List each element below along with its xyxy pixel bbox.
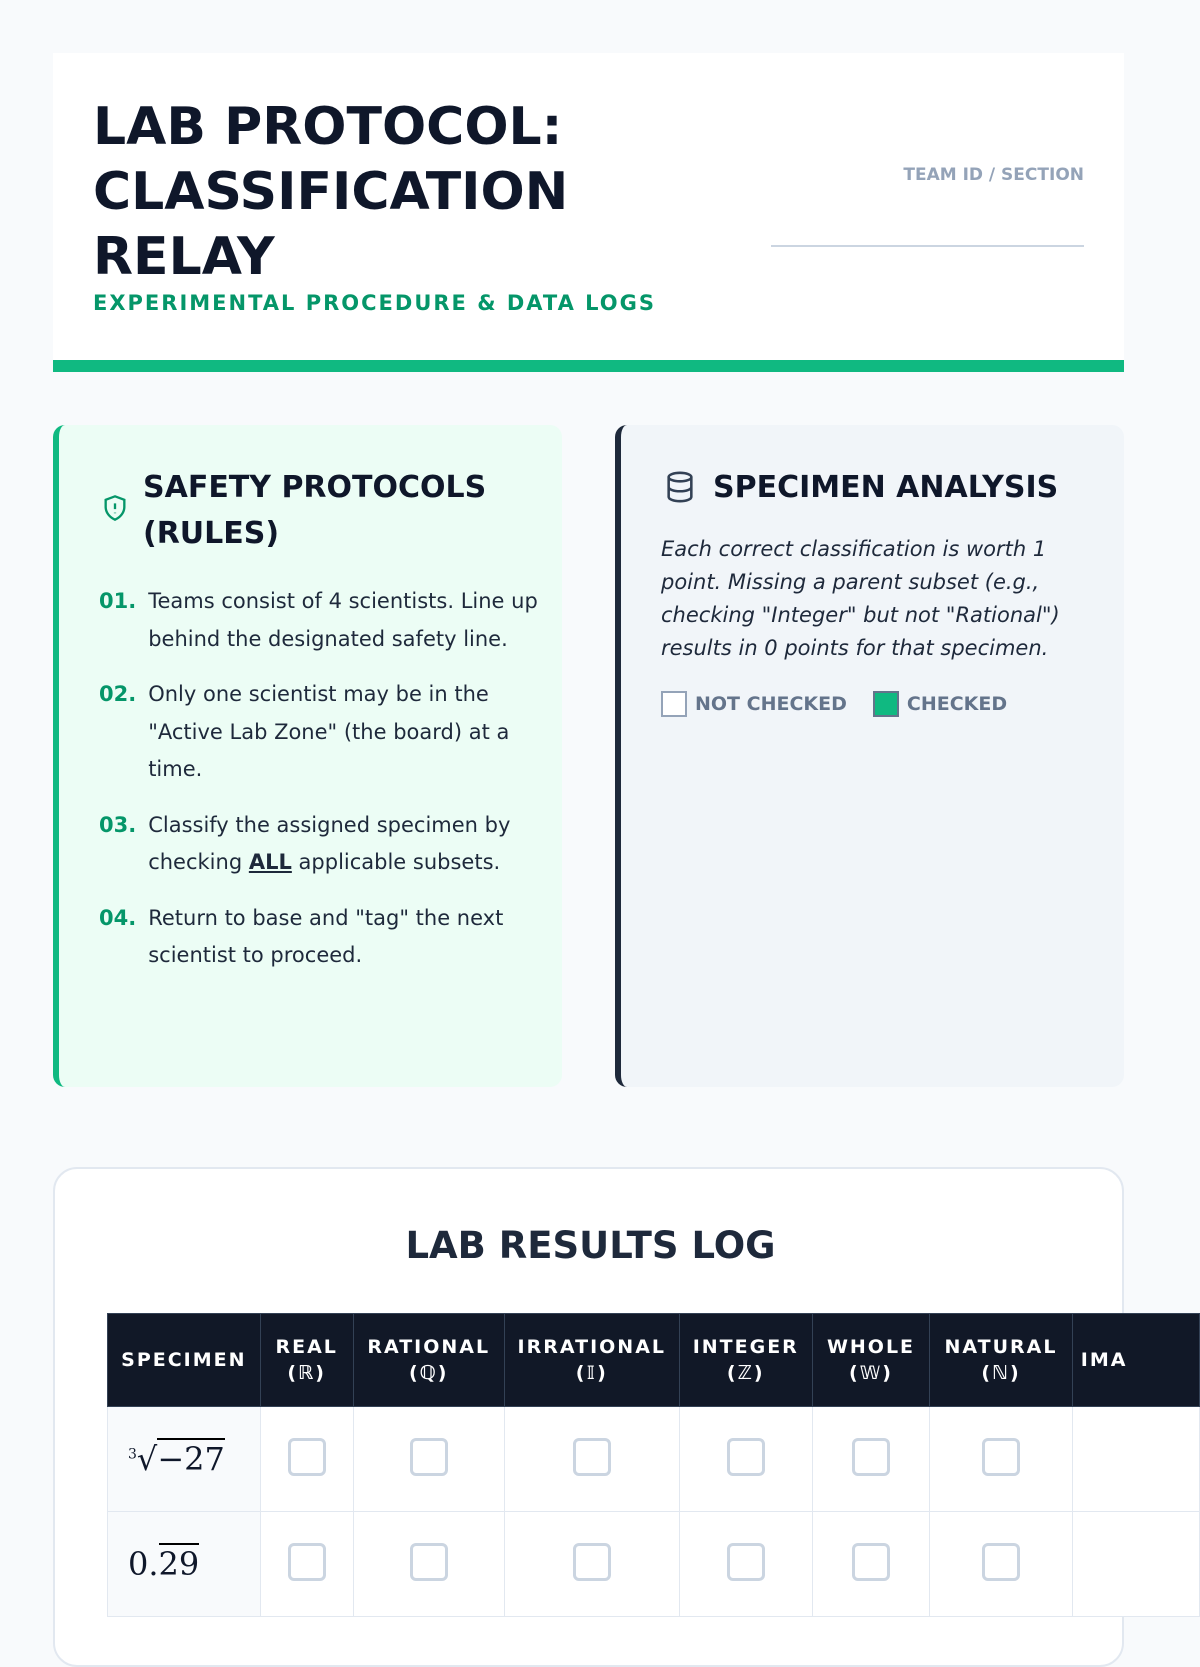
rational-checkbox[interactable] bbox=[409, 1438, 448, 1476]
cell bbox=[259, 1511, 354, 1617]
cell bbox=[259, 1406, 354, 1512]
cell bbox=[678, 1406, 813, 1512]
results-table: SPECIMEN REAL (ℝ) RATIONAL (ℚ) IRRATIONAL (… bbox=[107, 1313, 1200, 1617]
col-name: INTEGER bbox=[692, 1336, 799, 1358]
table-row: 3√−27 bbox=[107, 1406, 1200, 1512]
irrational-checkbox[interactable] bbox=[572, 1543, 611, 1581]
repeating-digits: 29 bbox=[158, 1543, 200, 1583]
title-line: (RULES) bbox=[143, 516, 280, 551]
cell bbox=[352, 1406, 505, 1512]
rule-number: 03. bbox=[99, 812, 137, 837]
decimal-whole: 0. bbox=[128, 1545, 159, 1583]
rule-emphasis: ALL bbox=[248, 850, 292, 874]
natural-checkbox[interactable] bbox=[982, 1543, 1021, 1581]
analysis-title: SPECIMEN ANALYSIS bbox=[713, 470, 1059, 505]
title-line: RELAY bbox=[93, 227, 275, 287]
col-name: RATIONAL bbox=[367, 1336, 491, 1358]
unchecked-swatch bbox=[661, 691, 687, 717]
rule-text: Only one scientist may be in the "Active… bbox=[148, 682, 510, 781]
whole-checkbox[interactable] bbox=[851, 1543, 890, 1581]
col-name: IRRATIONAL bbox=[517, 1336, 667, 1358]
database-icon bbox=[667, 471, 693, 503]
col-header: WHOLE (𝕎) bbox=[811, 1313, 931, 1407]
analysis-description: Each correct classification is worth 1 p… bbox=[661, 537, 1060, 660]
rule-text-post: applicable subsets. bbox=[291, 850, 501, 874]
col-symbol: (𝕀) bbox=[575, 1362, 608, 1384]
cell bbox=[1071, 1406, 1200, 1512]
col-name: REAL bbox=[275, 1336, 338, 1358]
col-name: IMA bbox=[1080, 1349, 1128, 1371]
rule-text: Classify the assigned specimen by checki… bbox=[148, 807, 539, 882]
page-subtitle: EXPERIMENTAL PROCEDURE & DATA LOGS bbox=[93, 291, 656, 315]
col-header: RATIONAL (ℚ) bbox=[352, 1313, 505, 1407]
whole-checkbox[interactable] bbox=[851, 1438, 890, 1476]
real-checkbox[interactable] bbox=[287, 1543, 326, 1581]
cell bbox=[1071, 1511, 1200, 1617]
col-name: WHOLE bbox=[826, 1336, 916, 1358]
natural-checkbox[interactable] bbox=[982, 1438, 1021, 1476]
title-line: LAB PROTOCOL: bbox=[93, 97, 563, 157]
col-symbol: (𝕎) bbox=[849, 1362, 893, 1384]
root-index: 3 bbox=[128, 1446, 137, 1463]
integer-checkbox[interactable] bbox=[726, 1438, 765, 1476]
results-title: LAB RESULTS LOG bbox=[405, 1224, 776, 1267]
col-header: INTEGER (ℤ) bbox=[678, 1313, 813, 1407]
rule-text: Return to base and "tag" the next scient… bbox=[148, 905, 504, 968]
checked-swatch bbox=[872, 691, 899, 717]
col-symbol: (ℕ) bbox=[981, 1362, 1021, 1384]
col-name: NATURAL bbox=[944, 1336, 1058, 1358]
col-header: SPECIMEN bbox=[107, 1313, 261, 1407]
col-header: IRRATIONAL (𝕀) bbox=[503, 1313, 680, 1407]
safety-title: SAFETY PROTOCOLS (RULES) bbox=[143, 465, 486, 557]
cell bbox=[929, 1511, 1073, 1617]
real-checkbox[interactable] bbox=[287, 1438, 326, 1476]
col-header: IMA bbox=[1071, 1313, 1200, 1407]
analysis-card: SPECIMEN ANALYSIS Each correct classific… bbox=[615, 425, 1124, 1087]
cell bbox=[811, 1406, 931, 1512]
rule-text: Teams consist of 4 scientists. Line up b… bbox=[148, 589, 538, 651]
cell bbox=[503, 1406, 680, 1512]
col-header: NATURAL (ℕ) bbox=[929, 1313, 1073, 1407]
rational-checkbox[interactable] bbox=[409, 1543, 448, 1581]
integer-checkbox[interactable] bbox=[726, 1543, 765, 1581]
cell bbox=[352, 1511, 505, 1617]
shield-icon bbox=[104, 495, 126, 521]
title-line: CLASSIFICATION bbox=[93, 162, 569, 222]
team-id-label: TEAM ID / SECTION bbox=[903, 165, 1084, 185]
table-row: 0.29 bbox=[107, 1511, 1200, 1617]
cell bbox=[811, 1511, 931, 1617]
rule-item: 03. Classify the assigned specimen by che… bbox=[99, 807, 539, 882]
table-header-row: SPECIMEN REAL (ℝ) RATIONAL (ℚ) IRRATIONAL (… bbox=[107, 1313, 1200, 1407]
col-header: REAL (ℝ) bbox=[259, 1313, 354, 1407]
legend-checked-label: CHECKED bbox=[906, 693, 1008, 715]
cell bbox=[929, 1406, 1073, 1512]
rule-item: 01. Teams consist of 4 scientists. Line u… bbox=[99, 583, 539, 658]
specimen-cell: 0.29 bbox=[107, 1511, 261, 1617]
page-header: LAB PROTOCOL: CLASSIFICATION RELAY EXPER… bbox=[53, 53, 1124, 372]
legend-unchecked-label: NOT CHECKED bbox=[695, 693, 847, 715]
rule-number: 02. bbox=[99, 682, 137, 706]
legend: NOT CHECKED CHECKED bbox=[661, 691, 1007, 717]
cell bbox=[503, 1511, 680, 1617]
page-title: LAB PROTOCOL: CLASSIFICATION RELAY bbox=[93, 95, 568, 290]
rule-item: 02. Only one scientist may be in the "Act… bbox=[99, 676, 539, 789]
col-symbol: (ℝ) bbox=[287, 1362, 326, 1384]
col-symbol: (ℤ) bbox=[726, 1362, 765, 1384]
specimen-cell: 3√−27 bbox=[107, 1406, 261, 1512]
radicand: −27 bbox=[157, 1438, 225, 1478]
rule-item: 04. Return to base and "tag" the next sci… bbox=[99, 900, 539, 975]
col-symbol: (ℚ) bbox=[408, 1362, 449, 1384]
safety-card: SAFETY PROTOCOLS (RULES) 01. Teams consis… bbox=[53, 425, 562, 1087]
rule-text-pre: Classify the assigned specimen by checki… bbox=[148, 812, 511, 875]
irrational-checkbox[interactable] bbox=[572, 1438, 611, 1476]
rules-list: 01. Teams consist of 4 scientists. Line u… bbox=[99, 583, 539, 993]
rule-number: 01. bbox=[99, 589, 137, 613]
team-id-field[interactable] bbox=[771, 245, 1084, 247]
cell bbox=[678, 1511, 813, 1617]
col-name: SPECIMEN bbox=[121, 1349, 247, 1371]
rule-number: 04. bbox=[99, 905, 137, 930]
title-line: SAFETY PROTOCOLS bbox=[143, 470, 487, 505]
